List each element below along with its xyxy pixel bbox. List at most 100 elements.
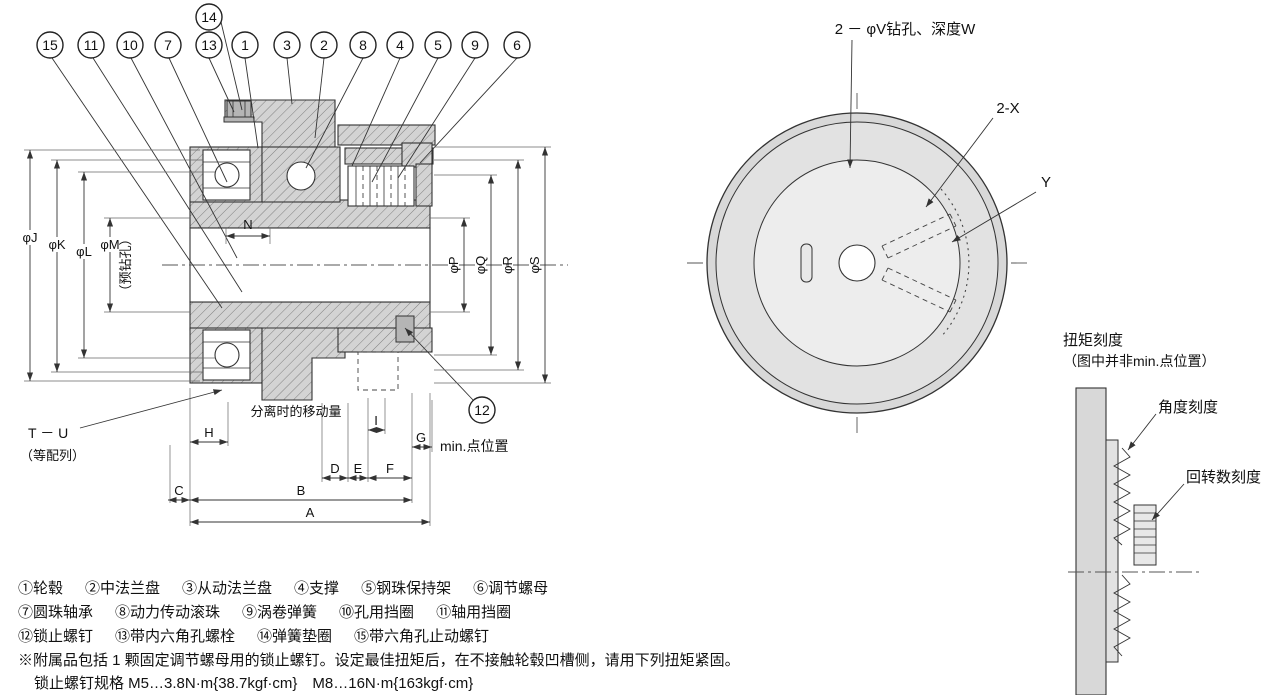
part-12: ⑫锁止螺钉 xyxy=(18,628,93,645)
dim-f-label: F xyxy=(386,461,394,476)
dim-e-label: E xyxy=(354,461,363,476)
drill-holes-hidden xyxy=(881,213,957,313)
callout-7-label: 7 xyxy=(164,37,172,53)
tu-label: T － U xyxy=(28,425,68,441)
dim-phi-r: φR xyxy=(500,256,515,274)
dim-n-label: N xyxy=(243,217,252,232)
part-4: ④支撑 xyxy=(294,580,339,597)
callout-14-label: 14 xyxy=(201,9,217,25)
part-1: ①轮毂 xyxy=(18,580,63,597)
min-point-label: min.点位置 xyxy=(440,438,508,454)
angle-scale-label: 角度刻度 xyxy=(1158,399,1218,416)
dim-phi-j: φJ xyxy=(23,230,38,245)
drive-ball xyxy=(286,161,316,191)
spiral-spring xyxy=(347,165,415,207)
callout-4-label: 4 xyxy=(396,37,404,53)
callout-13-label: 13 xyxy=(201,37,217,53)
ball-bearing-top xyxy=(202,149,251,201)
dimensions-bottom: H I G D E F C B A min.点位置 xyxy=(168,388,508,526)
dim-phi-l: φL xyxy=(76,244,92,259)
callout-9: 9 xyxy=(461,31,489,59)
callout-6: 6 xyxy=(503,31,531,59)
part-6: ⑥调节螺母 xyxy=(473,580,548,597)
callout-3-label: 3 xyxy=(283,37,291,53)
callout-8: 8 xyxy=(349,31,377,59)
callout-13: 13 xyxy=(195,31,223,59)
dimensions-left: φJ φK φL φM （预钻孔） xyxy=(16,149,215,382)
part-10: ⑩孔用挡圈 xyxy=(339,604,414,621)
dim-phi-q: φQ xyxy=(473,256,488,275)
dim-predrill-label: （预钻孔） xyxy=(118,232,133,297)
callout-11-label: 11 xyxy=(84,37,99,53)
hub-shaft-edge xyxy=(1105,439,1119,663)
annotation-tu: T － U （等配列） xyxy=(20,389,223,463)
callout-11: 11 xyxy=(77,31,105,59)
dim-phi-p: φP xyxy=(446,256,461,273)
torque-scale-label: 扭矩刻度 xyxy=(1063,332,1123,349)
parts-row-3: ⑫锁止螺钉 ⑬带内六角孔螺栓 ⑭弹簧垫圈 ⑮带六角孔止动螺钉 xyxy=(18,628,489,645)
callout-12: 12 xyxy=(468,396,496,424)
front-y-label: Y xyxy=(1041,174,1051,191)
part-7: ⑦圆珠轴承 xyxy=(18,604,93,621)
callout-3: 3 xyxy=(273,31,301,59)
dim-a-label: A xyxy=(306,505,315,520)
dim-i-label: I xyxy=(374,413,378,428)
dim-phi-s: φS xyxy=(527,256,542,273)
dim-phi-k: φK xyxy=(48,237,65,252)
notes: ※附属品包括 1 颗固定调节螺母用的锁止螺钉。设定最佳扭矩后，在不接触轮毂凹槽侧… xyxy=(18,652,740,692)
keyway-slot xyxy=(800,243,813,283)
note-torque-spec: 锁止螺钉规格 M5…3.8N·m{38.7kgf·cm} M8…16N·m{16… xyxy=(34,675,473,692)
dimensions-right: φP φQ φR φS xyxy=(430,146,551,384)
angle-scale-marks xyxy=(1113,447,1131,546)
callout-1-label: 1 xyxy=(241,37,249,53)
callout-7: 7 xyxy=(154,31,182,59)
part-14: ⑭弹簧垫圈 xyxy=(257,628,332,645)
callout-9-label: 9 xyxy=(471,37,479,53)
part-9: ⑨涡卷弹簧 xyxy=(242,604,317,621)
part-3: ③从动法兰盘 xyxy=(182,579,272,597)
callout-2: 2 xyxy=(310,31,338,59)
callout-15: 15 xyxy=(36,31,64,59)
callout-5-label: 5 xyxy=(434,37,442,53)
front-view: 2 － φV钻孔、深度W 2-X Y xyxy=(687,21,1051,433)
callout-1: 1 xyxy=(231,31,259,59)
part-5: ⑤钢珠保持架 xyxy=(361,580,451,597)
callout-14: 14 xyxy=(195,3,223,31)
flange-plate xyxy=(1075,387,1107,695)
dim-d-label: D xyxy=(330,461,339,476)
callout-leaders xyxy=(51,21,518,401)
callout-10-label: 10 xyxy=(122,37,138,53)
dimension-n: N xyxy=(225,217,271,244)
part-2: ②中法兰盘 xyxy=(85,579,160,597)
dim-h-label: H xyxy=(204,425,213,440)
lock-screw xyxy=(395,315,415,343)
front-drill-label: 2 － φV钻孔、深度W xyxy=(835,21,976,38)
dim-c-label: C xyxy=(174,483,183,498)
dim-b-label: B xyxy=(297,483,306,498)
part-15: ⑮带六角孔止动螺钉 xyxy=(354,628,489,645)
callout-8-label: 8 xyxy=(359,37,367,53)
torque-scale-note: （图中并非min.点位置） xyxy=(1063,353,1215,369)
separation-label: 分离时的移动量 xyxy=(250,404,341,419)
dim-g-label: G xyxy=(416,430,426,445)
part-13: ⑬带内六角孔螺栓 xyxy=(115,628,235,645)
note-accessory: ※附属品包括 1 颗固定调节螺母用的锁止螺钉。设定最佳扭矩后，在不接触轮毂凹槽侧… xyxy=(18,652,740,669)
callout-12-label: 12 xyxy=(474,402,490,418)
hex-bolt-assembly xyxy=(223,100,255,123)
ball-bearing-bottom xyxy=(202,329,251,381)
parts-row-1: ①轮毂 ②中法兰盘 ③从动法兰盘 ④支撑 ⑤钢珠保持架 ⑥调节螺母 xyxy=(18,579,548,597)
front-view-leaders xyxy=(847,39,1037,243)
callout-6-label: 6 xyxy=(513,37,521,53)
center-bore-circle xyxy=(838,244,876,282)
knurled-nut xyxy=(1133,504,1157,566)
lower-scale-marks xyxy=(1113,574,1131,657)
side-scale-view: 扭矩刻度 （图中并非min.点位置） 角度刻度 回转数刻度 xyxy=(1063,332,1261,695)
turns-scale-label: 回转数刻度 xyxy=(1186,469,1261,486)
callout-15-label: 15 xyxy=(42,37,58,53)
cross-section-view xyxy=(162,99,568,401)
callout-10: 10 xyxy=(116,31,144,59)
